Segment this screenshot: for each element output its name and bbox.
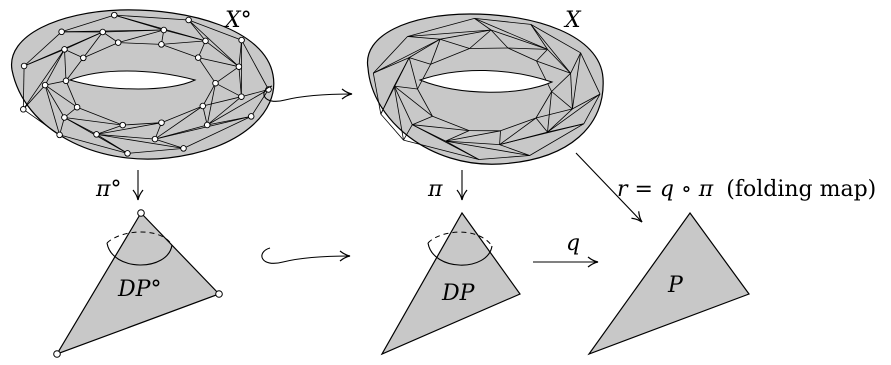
mesh-vertex	[100, 29, 106, 35]
mesh-vertex	[21, 107, 27, 113]
mesh-vertex	[94, 132, 100, 138]
mesh-vertex	[125, 151, 131, 157]
mesh-vertex	[63, 78, 69, 84]
torus-x	[367, 14, 603, 164]
mesh-vertex	[120, 122, 126, 128]
mesh-vertex	[236, 64, 242, 70]
mesh-vertex	[21, 63, 27, 69]
mesh-vertex	[57, 132, 63, 138]
hook-arrow-icon	[262, 248, 350, 263]
mesh-vertex	[239, 94, 245, 100]
label-pi-circ: π°	[95, 177, 121, 202]
mesh-vertex	[239, 37, 245, 43]
label-p: P	[667, 273, 684, 298]
label-x-circ: X°	[223, 8, 252, 33]
label-pi: π	[427, 177, 443, 202]
mesh-vertex	[204, 122, 210, 128]
mesh-vertex	[248, 114, 254, 120]
mesh-vertex	[112, 12, 118, 18]
label-x: X	[563, 8, 582, 33]
mesh-vertex	[81, 55, 87, 61]
mesh-vertex	[115, 40, 121, 46]
mesh-vertex	[152, 136, 158, 142]
mesh-vertex	[200, 103, 206, 109]
mesh-vertex	[59, 29, 65, 35]
label-q: q	[566, 231, 580, 256]
mesh-vertex	[161, 27, 167, 33]
mesh-vertex	[213, 80, 219, 86]
mesh-vertex	[62, 115, 68, 121]
mesh-vertex	[181, 146, 187, 152]
hook-arrow-icon	[264, 86, 352, 101]
r-formula: r = q ∘ π	[617, 177, 714, 202]
label-dp-circ: DP°	[117, 277, 161, 302]
mesh-vertex	[159, 120, 165, 126]
mesh-vertex	[62, 47, 68, 53]
label-dp: DP	[441, 281, 476, 306]
mesh-vertex	[74, 104, 80, 110]
label-r-formula: r = q ∘ π (folding map)	[617, 177, 876, 202]
mesh-vertex	[159, 42, 165, 48]
r-suffix: (folding map)	[726, 177, 876, 202]
mesh-vertex	[42, 82, 48, 88]
mesh-vertex	[195, 55, 201, 61]
mesh-vertex	[186, 17, 192, 23]
mesh-vertex	[203, 38, 209, 44]
mesh-edge	[470, 48, 508, 49]
